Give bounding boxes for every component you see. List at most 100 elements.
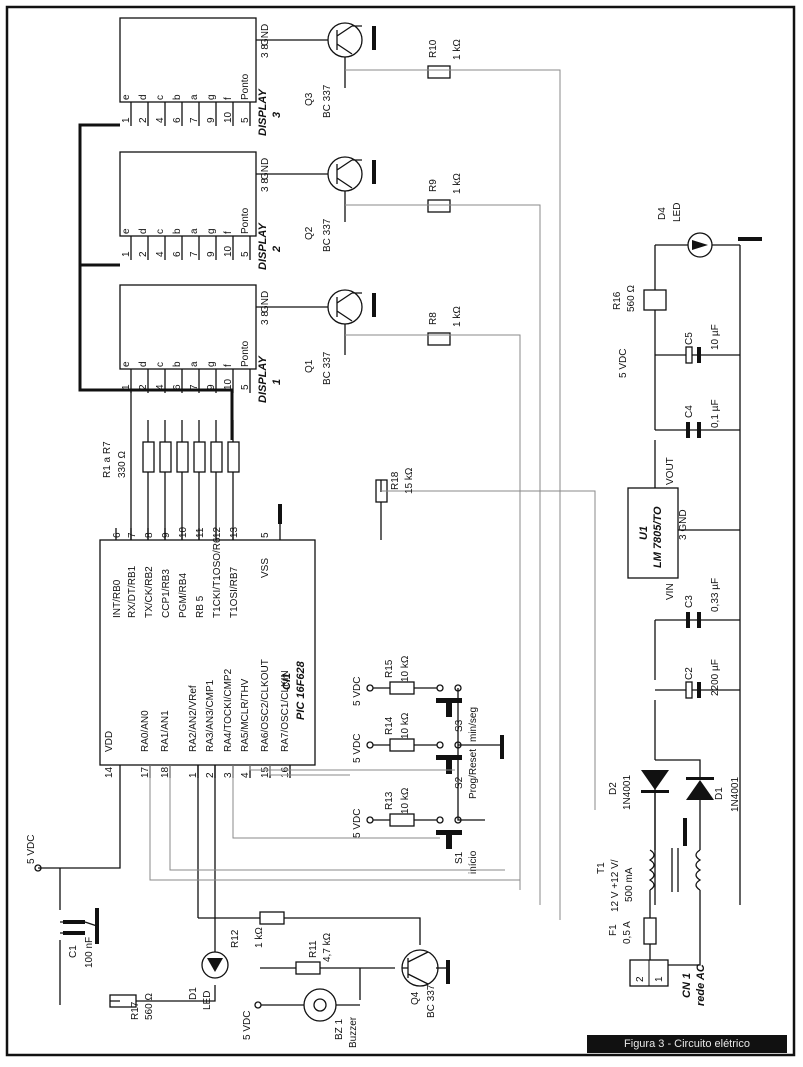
bottom-circuit bbox=[34, 765, 450, 1022]
c4-capacitor bbox=[686, 422, 690, 438]
display-2-base-resistor bbox=[427, 199, 451, 213]
mcu-pin-11-name: RB 5 bbox=[195, 595, 206, 618]
s3-ref: S3 bbox=[454, 719, 465, 732]
c2-capacitor bbox=[685, 681, 693, 699]
mcu-pin-4-name: RA5/MCLR/THV bbox=[240, 678, 251, 752]
u1-gnd-label: 3 GND bbox=[678, 509, 689, 540]
display-3-name: DISPLAY bbox=[257, 87, 269, 136]
s2-supply: 5 VDC bbox=[352, 734, 363, 763]
display-3-res-value: 1 kΩ bbox=[452, 39, 463, 60]
display-1-res-ref: R8 bbox=[428, 312, 439, 325]
display-3-seg-7: a bbox=[189, 94, 200, 100]
display-2-seg-10: f bbox=[223, 231, 234, 234]
mcu-port-a-wires bbox=[149, 765, 520, 881]
cn1-pin1: 1 bbox=[654, 976, 665, 982]
r16-value: 560 Ω bbox=[626, 285, 637, 312]
display-1-seg-10: f bbox=[223, 364, 234, 367]
mcu-pin-3-name: RA4/TOCKI/CMP2 bbox=[223, 668, 234, 752]
r18-ref: R18 bbox=[390, 471, 401, 490]
t1-ref: T1 bbox=[596, 862, 607, 874]
f1-ref: F1 bbox=[608, 924, 619, 936]
mcu-pin-3-num: 3 bbox=[223, 772, 234, 778]
display-return-wires bbox=[345, 69, 561, 920]
r11-resistor bbox=[295, 961, 321, 975]
r17-value: 560 Ω bbox=[144, 993, 155, 1020]
display-2-seg-6: b bbox=[172, 228, 183, 234]
r18-value: 15 kΩ bbox=[404, 467, 415, 494]
c5-value: 10 µF bbox=[710, 324, 721, 350]
display-1-transistor-ref: Q1 bbox=[304, 359, 315, 373]
s3-supply: 5 VDC bbox=[352, 677, 363, 706]
display-2-res-value: 1 kΩ bbox=[452, 173, 463, 194]
display-2-number: 2 bbox=[271, 246, 283, 253]
mcu-pin-16-name: RA7/OSC1/CLKIN bbox=[280, 670, 291, 752]
power-supply bbox=[627, 232, 762, 987]
display-2-pin-2: 2 bbox=[138, 251, 149, 257]
mcu-pin-8-num: 8 bbox=[144, 532, 155, 538]
psu-ground-icon bbox=[738, 237, 762, 241]
display-2-gnd-label: GND bbox=[260, 158, 271, 180]
display-1-pin-10: 10 bbox=[223, 378, 234, 390]
c4-value: 0,1 µF bbox=[710, 399, 721, 428]
mcu-pin-6-num: 6 bbox=[112, 532, 123, 538]
d1-psu-part: 1N4001 bbox=[730, 777, 741, 812]
mcu-pin-12-name: T1CKI/T1OSO/R6 bbox=[212, 537, 223, 618]
r16-resistor bbox=[643, 289, 667, 311]
display-2-res-ref: R9 bbox=[428, 179, 439, 192]
vdd-supply-label: 5 VDC bbox=[26, 835, 37, 864]
d1-label: LED bbox=[202, 991, 213, 1010]
s3-res-ref: R15 bbox=[384, 659, 395, 678]
s3-label: min/seg bbox=[468, 707, 479, 742]
s3-res-value: 10 kΩ bbox=[400, 655, 411, 682]
buzzer-supply-terminal bbox=[254, 1001, 262, 1009]
s2-pullup-resistor bbox=[389, 738, 415, 752]
s2-label: Prog/Reset bbox=[468, 749, 479, 799]
mcu-vss-name: VSS bbox=[260, 558, 271, 578]
mcu-pin-6-name: INT/RB0 bbox=[112, 579, 123, 618]
display-1-pin-4: 4 bbox=[155, 384, 166, 390]
q4-ground-icon bbox=[446, 960, 450, 984]
display-3-pin-7: 7 bbox=[189, 117, 200, 123]
buzzer-ref: BZ 1 bbox=[334, 1018, 345, 1040]
display-1-res-value: 1 kΩ bbox=[452, 306, 463, 327]
display-1-gnd-pins: 3 8 bbox=[260, 311, 271, 325]
u1-regulator bbox=[627, 487, 679, 579]
mcu-pin-9-name: CCP1/RB3 bbox=[161, 569, 172, 618]
display-2-pin-7: 7 bbox=[189, 251, 200, 257]
display-1-seg-5: Ponto bbox=[240, 340, 251, 367]
display-1-name: DISPLAY bbox=[257, 354, 269, 403]
mcu-vdd-pin: 14 bbox=[104, 766, 115, 778]
s1-res-value: 10 kΩ bbox=[400, 787, 411, 814]
display-2-seg-9: g bbox=[206, 228, 217, 234]
t1-value: 12 V +12 V/ bbox=[610, 859, 621, 912]
t1-current: 500 mA bbox=[624, 867, 635, 902]
display-3-pin-9: 9 bbox=[206, 117, 217, 123]
display-3-res-ref: R10 bbox=[428, 39, 439, 58]
d1-ref: D1 bbox=[188, 987, 199, 1000]
u1-vin-label: VIN bbox=[665, 583, 676, 600]
display-3-seg-2: d bbox=[138, 94, 149, 100]
display-1-pin-5: 5 bbox=[240, 384, 251, 390]
display-3-pin-4: 4 bbox=[155, 117, 166, 123]
d2-ref: D2 bbox=[608, 782, 619, 795]
display-3-seg-10: f bbox=[223, 97, 234, 100]
switch-ground-icon bbox=[500, 735, 504, 759]
d4-label: LED bbox=[672, 203, 683, 222]
display-1-transistor bbox=[327, 289, 363, 325]
s3-button-icon bbox=[436, 698, 462, 703]
u1-vout-label: VOUT bbox=[665, 457, 676, 485]
f1-value: 0,5 A bbox=[622, 921, 633, 944]
d2-diode-icon bbox=[641, 770, 669, 790]
s1-supply: 5 VDC bbox=[352, 809, 363, 838]
mcu-vss-pin: 5 bbox=[260, 532, 271, 538]
u1-ref: U1 bbox=[638, 526, 650, 540]
mcu-pin-8-name: TX/CK/RB2 bbox=[144, 566, 155, 618]
c5-capacitor bbox=[685, 346, 693, 364]
display-2-body bbox=[119, 151, 257, 237]
display-2-pin-4: 4 bbox=[155, 251, 166, 257]
mcu-pin-1-num: 1 bbox=[188, 772, 199, 778]
